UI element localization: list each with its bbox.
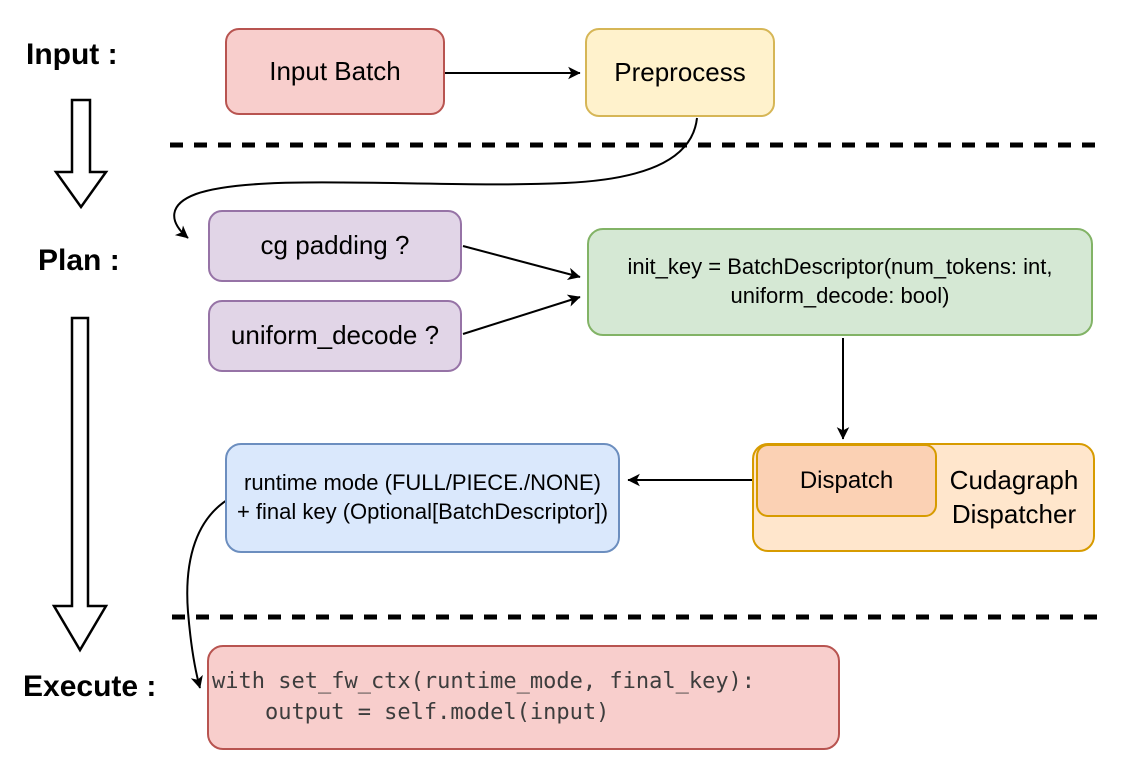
node-input-batch-label: Input Batch: [269, 55, 401, 86]
execute-code-line2: output = self.model(input): [212, 699, 610, 725]
node-dispatch: Dispatch: [756, 444, 937, 517]
node-dispatch-label: Dispatch: [799, 466, 894, 494]
node-cg-padding-label: cg padding ?: [260, 230, 410, 261]
arrow-cg-padding-to-init-key: [462, 245, 581, 281]
stage-label-plan: Plan :: [38, 244, 120, 277]
node-input-batch: Input Batch: [225, 28, 445, 115]
node-init-key-line1: init_key = BatchDescriptor(num_tokens: i…: [627, 254, 1053, 280]
node-cudagraph-line1: Cudagraph: [949, 464, 1079, 495]
stage-arrow-plan-to-execute: [51, 316, 109, 653]
stage-label-execute: Execute :: [23, 670, 157, 703]
node-runtime-mode-line1: runtime mode (FULL/PIECE./NONE): [244, 470, 601, 496]
stage-arrow-input-to-plan: [53, 98, 109, 210]
arrow-preprocess-to-cg-padding: [173, 117, 698, 239]
stage-label-input: Input :: [26, 38, 118, 71]
node-runtime-mode: runtime mode (FULL/PIECE./NONE) + final …: [225, 443, 620, 553]
arrow-runtime-mode-to-execute-code: [186, 496, 233, 689]
node-init-key-line2: uniform_decode: bool): [730, 283, 950, 308]
node-execute-code: with set_fw_ctx(runtime_mode, final_key)…: [207, 645, 840, 750]
node-preprocess-label: Preprocess: [614, 56, 746, 87]
node-init-key: init_key = BatchDescriptor(num_tokens: i…: [587, 228, 1093, 336]
node-uniform-decode-label: uniform_decode ?: [230, 320, 440, 351]
node-runtime-mode-line2: + final key (Optional[BatchDescriptor]): [236, 499, 609, 524]
arrow-uniform-decode-to-init-key: [462, 294, 581, 335]
node-preprocess: Preprocess: [585, 28, 775, 117]
node-cudagraph-line2: Dispatcher: [951, 498, 1077, 529]
node-cg-padding: cg padding ?: [208, 210, 462, 282]
node-uniform-decode: uniform_decode ?: [208, 300, 462, 372]
node-cudagraph-dispatcher-label: Cudagraph Dispatcher: [939, 445, 1089, 550]
execute-code-line1: with set_fw_ctx(runtime_mode, final_key)…: [212, 669, 756, 695]
